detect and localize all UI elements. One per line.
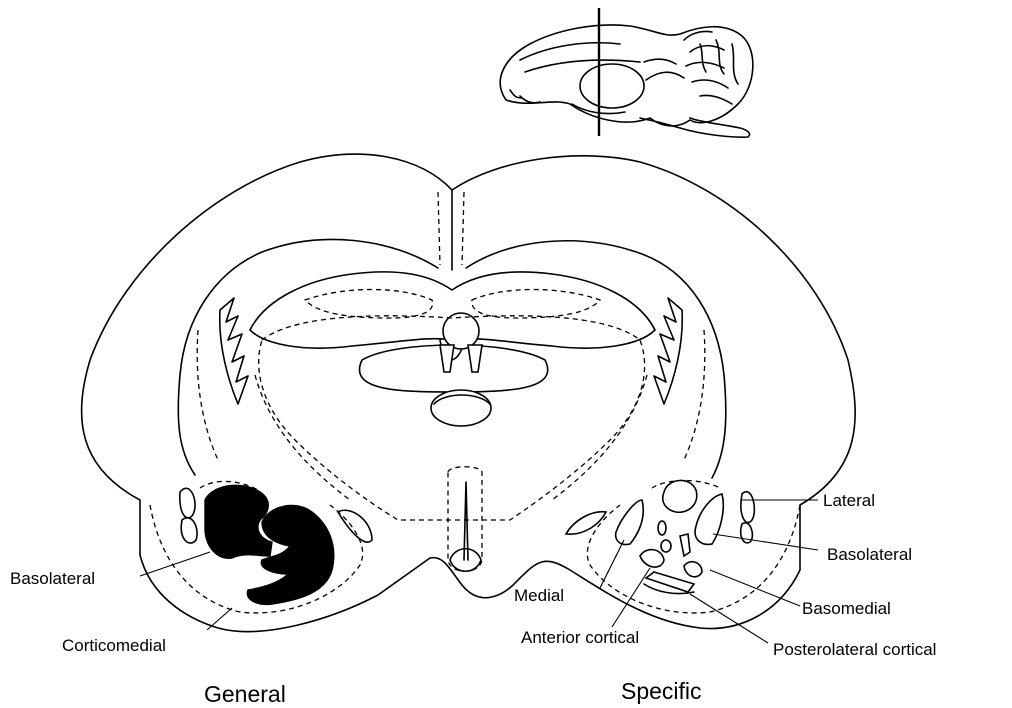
- coronal-brain-section: [82, 154, 856, 631]
- amygdala-general-filled: [205, 485, 334, 604]
- caption-specific: Specific: [621, 678, 702, 704]
- label-posterolateral-cortical: Posterolateral cortical: [773, 640, 936, 659]
- label-medial: Medial: [514, 586, 564, 605]
- caption-general: General: [204, 681, 286, 707]
- label-basolateral-left: Basolateral: [10, 569, 95, 588]
- label-basomedial: Basomedial: [802, 599, 891, 618]
- amygdala-specific-nuclei: [616, 480, 724, 593]
- label-anterior-cortical: Anterior cortical: [521, 628, 639, 647]
- sagittal-brain-inset: [500, 8, 753, 137]
- label-basolateral-right: Basolateral: [827, 545, 912, 564]
- label-corticomedial: Corticomedial: [62, 636, 166, 655]
- label-lateral: Lateral: [823, 491, 875, 510]
